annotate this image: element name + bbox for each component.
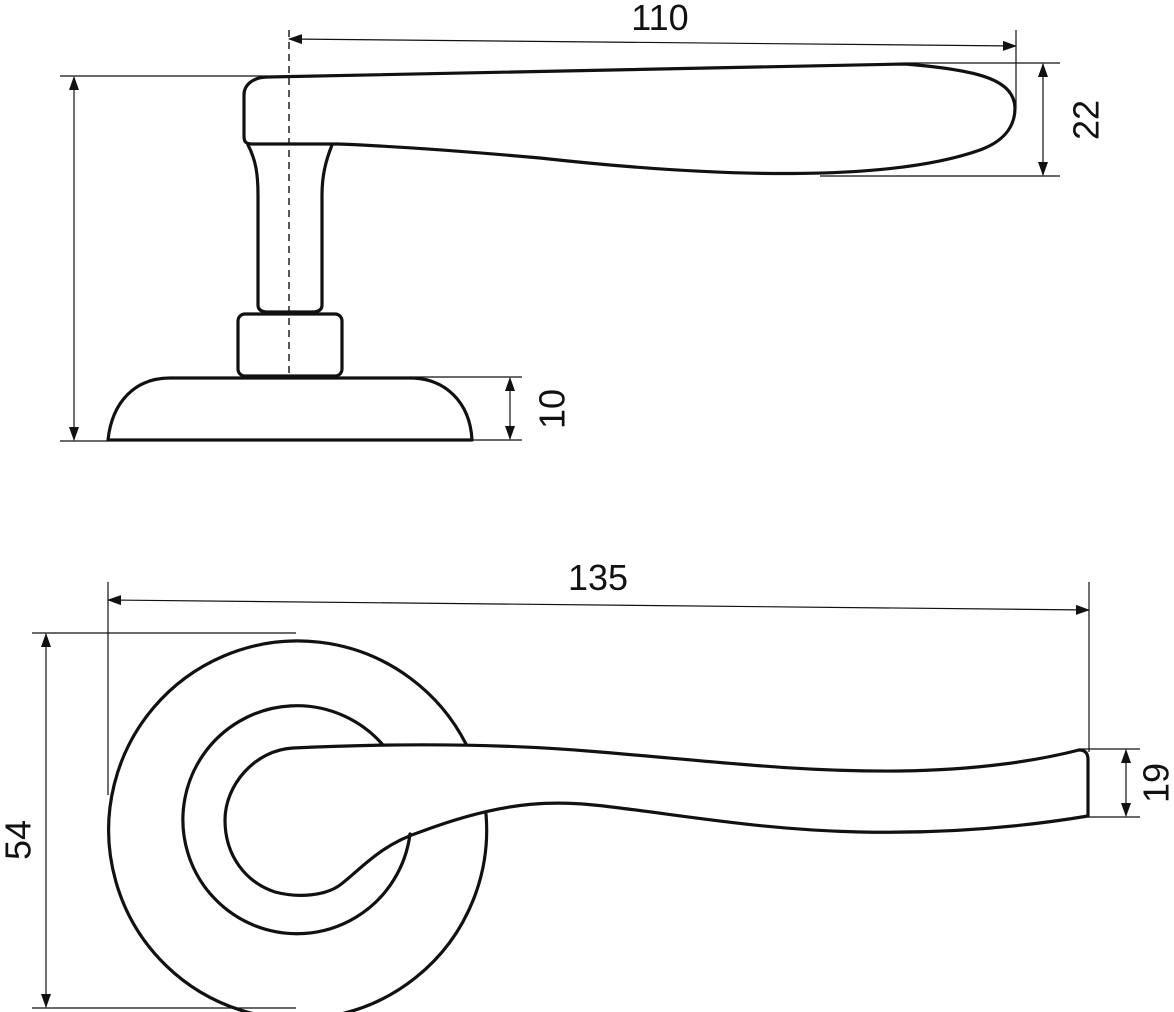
dimension-label-front-height: 54 (0, 820, 39, 860)
front-rose-outer (107, 639, 489, 1012)
dimension-front-tip-height: 19 (1079, 748, 1174, 818)
side-rose-outline (106, 376, 474, 442)
side-view: 110 22 10 (60, 0, 1107, 442)
dimension-label-side-lever-height: 22 (1066, 100, 1107, 140)
dimension-label-side-rose-height: 10 (532, 389, 573, 429)
dimension-side-length: 110 (288, 0, 1017, 108)
side-lever-outline (242, 62, 1017, 176)
dimension-side-rose-height: 10 (410, 376, 573, 441)
front-lever-outline (223, 743, 1090, 897)
dimension-side-lever-height: 22 (820, 62, 1107, 177)
side-collar (236, 312, 344, 378)
dimension-front-height: 54 (0, 632, 296, 1009)
side-neck-outline (246, 143, 334, 314)
front-rose-inner-ring (181, 704, 412, 936)
dimension-label-front-length: 135 (568, 557, 628, 598)
dimension-front-length: 135 (107, 557, 1090, 795)
dimension-label-side-length: 110 (631, 0, 688, 38)
dimension-side-total-height (60, 75, 268, 442)
dimension-label-front-tip-height: 19 (1136, 763, 1174, 803)
front-view: 135 54 19 (0, 557, 1174, 1012)
